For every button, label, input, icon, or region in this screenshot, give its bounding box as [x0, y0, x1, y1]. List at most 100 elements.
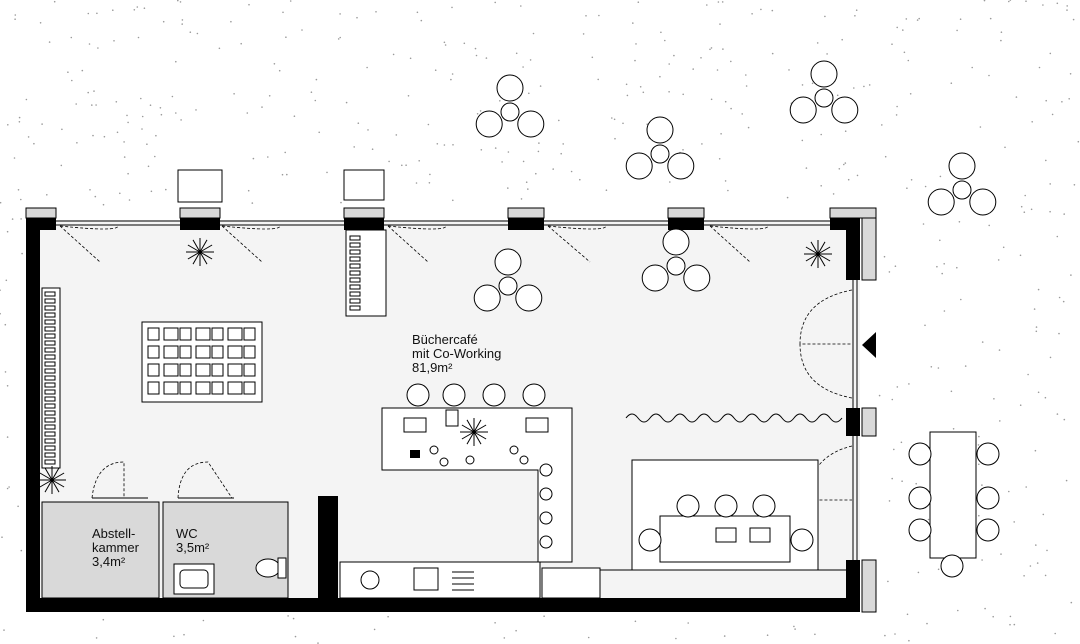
ground-dot	[1056, 235, 1059, 238]
ground-dot	[70, 36, 73, 39]
chair-icon	[496, 74, 524, 102]
chair-icon	[752, 494, 776, 518]
plant-leaf	[805, 253, 819, 262]
ground-dot	[261, 106, 263, 108]
ground-dot	[930, 366, 933, 368]
main-room-name-2: mit Co-Working	[412, 346, 501, 361]
plant-leaf	[466, 431, 475, 445]
ground-dot	[634, 59, 636, 62]
ground-dot	[637, 1, 640, 3]
ground-dot	[180, 119, 182, 121]
plant-leaf	[51, 467, 60, 481]
ground-dot	[956, 29, 958, 32]
kitchen-bin	[360, 570, 380, 590]
ground-dot	[1054, 632, 1056, 635]
ground-dot	[103, 135, 106, 138]
ground-dot	[724, 180, 727, 182]
ground-dot	[587, 636, 590, 639]
ground-dot	[717, 1, 720, 3]
ground-dot	[710, 47, 713, 49]
ground-dot	[668, 63, 670, 65]
book	[44, 347, 56, 353]
ground-dot	[146, 143, 148, 145]
ground-dot	[896, 386, 899, 388]
ground-dot	[863, 85, 865, 88]
book	[243, 381, 256, 395]
ground-dot	[428, 182, 431, 184]
ground-dot	[494, 622, 496, 624]
chair-icon	[646, 116, 674, 144]
plant-leaf	[192, 251, 201, 265]
table-icon	[814, 88, 834, 108]
ground-dot	[444, 44, 447, 46]
ground-dot	[669, 181, 671, 183]
ground-dot	[788, 69, 790, 71]
ground-dot	[183, 633, 185, 636]
ground-dot	[888, 271, 891, 273]
ground-dot	[1015, 96, 1018, 98]
ground-dot	[175, 112, 177, 114]
ground-dot	[175, 60, 177, 63]
ground-dot	[375, 11, 377, 13]
ground-dot	[625, 83, 628, 86]
ground-dot	[981, 341, 984, 343]
book	[44, 382, 56, 388]
ground-dot	[515, 52, 518, 55]
stool-icon	[539, 487, 553, 501]
ground-dot	[941, 272, 943, 275]
ground-dot	[579, 178, 581, 181]
ground-dot	[1025, 0, 1027, 2]
plant-leaf	[473, 431, 482, 445]
ground-dot	[507, 151, 510, 153]
ground-dot	[706, 4, 708, 6]
ground-dot	[450, 78, 452, 81]
book	[195, 363, 211, 377]
kitchen-block	[541, 567, 601, 599]
book	[179, 363, 192, 377]
ground-dot	[33, 142, 35, 145]
stool-icon	[539, 535, 553, 549]
ground-dot	[4, 371, 7, 373]
ground-dot	[102, 618, 105, 621]
ground-dot	[97, 47, 99, 49]
book	[349, 270, 361, 276]
ground-dot	[939, 239, 941, 242]
ground-dot	[884, 155, 887, 158]
ground-dot	[900, 441, 903, 444]
book	[179, 327, 192, 341]
ground-dot	[196, 32, 199, 35]
book	[44, 312, 56, 318]
ground-dot	[409, 57, 412, 60]
ground-dot	[1056, 2, 1059, 5]
ground-dot	[1009, 0, 1012, 1]
ground-dot	[60, 164, 63, 167]
ground-dot	[427, 123, 430, 126]
ground-dot	[958, 221, 961, 223]
ground-dot	[39, 22, 42, 24]
ground-dot	[960, 298, 962, 301]
book	[349, 242, 361, 248]
ground-dot	[907, 59, 910, 62]
ground-dot	[1013, 521, 1015, 523]
chair-groups	[473, 60, 997, 312]
ground-dot	[613, 118, 616, 121]
ground-dot	[294, 635, 297, 638]
book	[195, 381, 211, 395]
ground-dot	[91, 104, 93, 106]
ground-dot	[155, 134, 157, 137]
ground-dot	[1044, 574, 1047, 577]
ground-dot	[1027, 373, 1029, 376]
ground-dot	[292, 617, 295, 620]
ground-dot	[537, 150, 540, 153]
ground-dot	[993, 398, 995, 400]
ground-dot	[463, 42, 466, 45]
ground-dot	[1000, 553, 1002, 555]
chair-icon	[473, 284, 501, 312]
ground-dot	[202, 619, 205, 622]
book	[44, 354, 56, 360]
ground-dot	[692, 68, 694, 70]
ground-dot	[1019, 254, 1022, 257]
ground-dot	[137, 36, 140, 39]
ground-dot	[585, 15, 587, 17]
ground-dot	[252, 157, 255, 160]
